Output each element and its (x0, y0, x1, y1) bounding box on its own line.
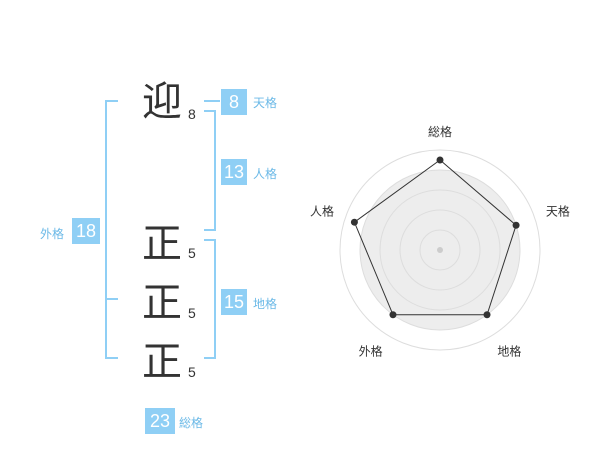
gaikaku-bracket-bottom (105, 357, 118, 359)
radar-point-5 (350, 218, 358, 226)
jinkaku-badge: 13 (221, 159, 247, 185)
stroke-count-3: 5 (188, 305, 196, 321)
radar-ring-3 (379, 189, 501, 311)
gaikaku-bracket-top (105, 100, 118, 102)
radar-axis-label-1: 総格 (428, 124, 452, 139)
gaikaku-badge: 18 (72, 218, 100, 244)
chikaku-badge: 15 (221, 289, 247, 315)
jinkaku-bracket-vertical (214, 110, 216, 231)
gaikaku-bracket-vertical (105, 100, 107, 359)
name-char-3: 正 (142, 280, 182, 326)
radar-ring-2 (399, 209, 481, 291)
chikaku-label: 地格 (253, 297, 278, 311)
gaikaku-label: 外格 (40, 227, 65, 241)
radar-axis-label-5: 人格 (310, 204, 334, 219)
radar-center-dot (437, 247, 443, 253)
tenkaku-label: 天格 (253, 96, 278, 110)
radar-data-polygon (353, 159, 517, 316)
radar-axis-label-2: 天格 (546, 204, 570, 219)
radar-ring-4 (359, 169, 521, 331)
chikaku-bracket-vertical (214, 239, 216, 359)
tenkaku-badge: 8 (221, 89, 247, 115)
name-char-2: 正 (142, 221, 182, 267)
radar-point-1 (436, 156, 444, 164)
jinkaku-bracket-bottom (204, 229, 216, 231)
radar-ring-1 (419, 229, 461, 271)
radar-point-2 (512, 221, 520, 229)
chikaku-bracket-top (204, 239, 216, 241)
radar-point-4 (389, 311, 397, 319)
radar-ring-5 (339, 149, 541, 351)
stroke-count-1: 8 (188, 106, 196, 122)
stroke-count-2: 5 (188, 245, 196, 261)
jinkaku-bracket-top (204, 110, 216, 112)
name-char-1: 迎 (142, 79, 182, 125)
soukaku-badge: 23 (145, 408, 175, 434)
name-char-4: 正 (142, 339, 182, 385)
radar-axis-label-3: 地格 (497, 343, 521, 358)
chikaku-bracket-bottom (204, 357, 216, 359)
stroke-count-4: 5 (188, 364, 196, 380)
jinkaku-label: 人格 (253, 167, 278, 181)
tenkaku-connector (204, 100, 220, 102)
gaikaku-bracket-middle (105, 298, 118, 300)
radar-axis-label-4: 外格 (359, 343, 383, 358)
soukaku-label: 総格 (179, 416, 204, 430)
radar-point-3 (483, 311, 491, 319)
